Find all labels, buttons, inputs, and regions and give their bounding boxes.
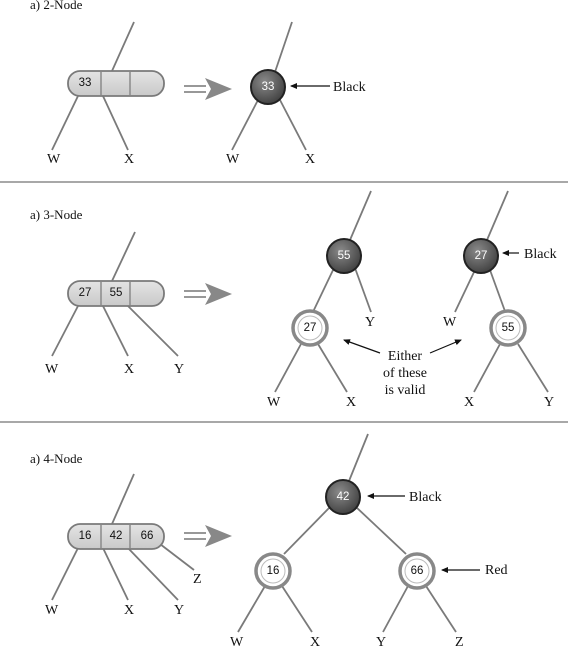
note-either-3: is valid <box>385 383 426 398</box>
section-3-node: a) 3-Node 27 55 W X Y 55 <box>30 190 557 410</box>
caption-3-node: a) 3-Node <box>30 207 83 222</box>
black-node-55 <box>326 238 362 274</box>
kv-key-66: 66 <box>141 530 154 542</box>
kv-key-27: 27 <box>79 287 92 299</box>
rb-tree-3-right: 27 55 <box>454 190 549 393</box>
leaf-y: Y <box>174 603 184 618</box>
leaf-x: X <box>124 362 134 377</box>
black-node-27 <box>463 238 499 274</box>
leaf-x: X <box>124 603 134 618</box>
rb-key-55: 55 <box>338 250 351 262</box>
leaf-w: W <box>226 152 240 167</box>
note-either-2: of these <box>383 366 427 381</box>
kv-key-16: 16 <box>79 530 92 542</box>
leaf-x: X <box>310 635 320 647</box>
rb-key-42: 42 <box>337 491 350 503</box>
section-4-node: a) 4-Node 16 42 66 W X Y Z <box>30 433 508 647</box>
pointer-arrow-left <box>343 339 381 354</box>
leaf-w: W <box>443 315 457 330</box>
note-black: Black <box>409 490 442 505</box>
leaf-x: X <box>124 152 134 167</box>
rb-tree-4: 42 16 66 <box>237 433 457 633</box>
leaf-y: Y <box>376 635 386 647</box>
kv-key-33: 33 <box>79 77 92 89</box>
leaf-z: Z <box>193 572 202 587</box>
transform-arrow <box>184 283 232 305</box>
leaf-w: W <box>230 635 244 647</box>
leaf-x: X <box>346 395 356 410</box>
leaf-y: Y <box>365 315 375 330</box>
leaf-x: X <box>305 152 315 167</box>
kv-node-3: 27 55 <box>51 231 179 357</box>
rb-key-66: 66 <box>411 565 424 577</box>
black-node-42 <box>325 479 361 515</box>
note-red: Red <box>485 563 508 578</box>
leaf-w: W <box>47 152 61 167</box>
note-black: Black <box>524 247 557 262</box>
leaf-y: Y <box>174 362 184 377</box>
leaf-y: Y <box>544 395 554 410</box>
kv-node-2: 33 <box>51 21 165 151</box>
transform-arrow <box>184 78 232 100</box>
caption-4-node: a) 4-Node <box>30 451 83 466</box>
rb-key-16: 16 <box>267 565 280 577</box>
leaf-z: Z <box>455 635 464 647</box>
leaf-w: W <box>45 603 59 618</box>
rb-key-27: 27 <box>304 322 317 334</box>
rb-key-27: 27 <box>475 250 488 262</box>
section-2-node: a) 2-Node 33 W X 33 W X Black <box>30 0 366 167</box>
rb-tree-3-left: 55 27 <box>274 190 372 393</box>
transform-arrow <box>184 525 232 547</box>
kv-key-42: 42 <box>110 530 123 542</box>
leaf-w: W <box>267 395 281 410</box>
leaf-w: W <box>45 362 59 377</box>
pointer-arrow-right <box>429 339 462 354</box>
rb-key-33: 33 <box>262 81 275 93</box>
caption-2-node: a) 2-Node <box>30 0 83 12</box>
rb-key-55: 55 <box>502 322 515 334</box>
rb-tree-2: 33 <box>231 21 307 151</box>
kv-node-4: 16 42 66 <box>51 473 195 601</box>
kv-key-55: 55 <box>110 287 123 299</box>
leaf-x: X <box>464 395 474 410</box>
note-either-1: Either <box>388 349 423 364</box>
black-node-33 <box>250 69 286 105</box>
note-black: Black <box>333 80 366 95</box>
